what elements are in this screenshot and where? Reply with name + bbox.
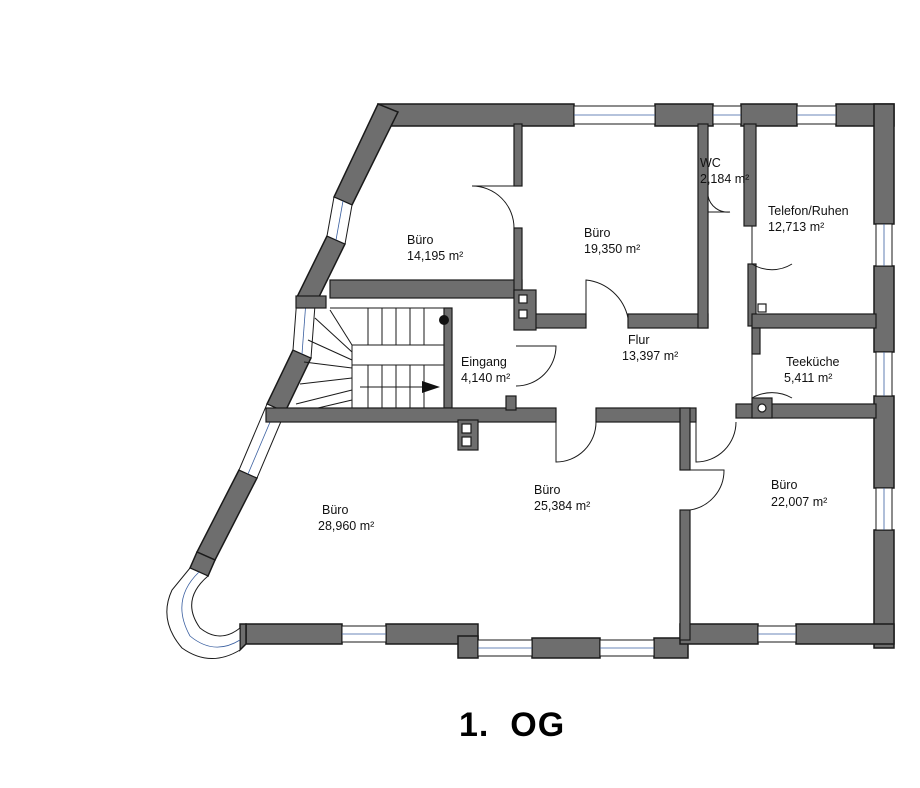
room-area-eingang: 4,140 m² <box>461 371 510 385</box>
room-area-buero-22: 22,007 m² <box>771 495 827 509</box>
room-name-buero-14: Büro <box>407 233 433 247</box>
room-labels: Büro 14,195 m² Büro 19,350 m² WC 2,184 m… <box>318 156 849 533</box>
fixtures <box>457 289 773 451</box>
room-area-buero-28: 28,960 m² <box>318 519 374 533</box>
room-name-buero-19: Büro <box>584 226 610 240</box>
exterior-walls <box>189 103 895 659</box>
room-area-buero-25: 25,384 m² <box>534 499 590 513</box>
room-area-flur: 13,397 m² <box>622 349 678 363</box>
room-name-flur: Flur <box>628 333 650 347</box>
room-area-telefon: 12,713 m² <box>768 220 824 234</box>
room-name-buero-28: Büro <box>322 503 348 517</box>
room-name-buero-25: Büro <box>534 483 560 497</box>
room-name-eingang: Eingang <box>461 355 507 369</box>
room-name-teekueche: Teeküche <box>786 355 840 369</box>
doors <box>471 185 793 511</box>
room-area-buero-14: 14,195 m² <box>407 249 463 263</box>
room-name-telefon: Telefon/Ruhen <box>768 204 849 218</box>
room-area-teekueche: 5,411 m² <box>784 371 832 385</box>
room-name-buero-22: Büro <box>771 478 797 492</box>
room-area-wc: 2,184 m² <box>700 172 749 186</box>
floor-title: 1. OG <box>459 706 565 744</box>
staircase <box>295 307 449 409</box>
room-name-wc: WC <box>700 156 721 170</box>
room-area-buero-19: 19,350 m² <box>584 242 640 256</box>
interior-walls <box>265 123 877 641</box>
